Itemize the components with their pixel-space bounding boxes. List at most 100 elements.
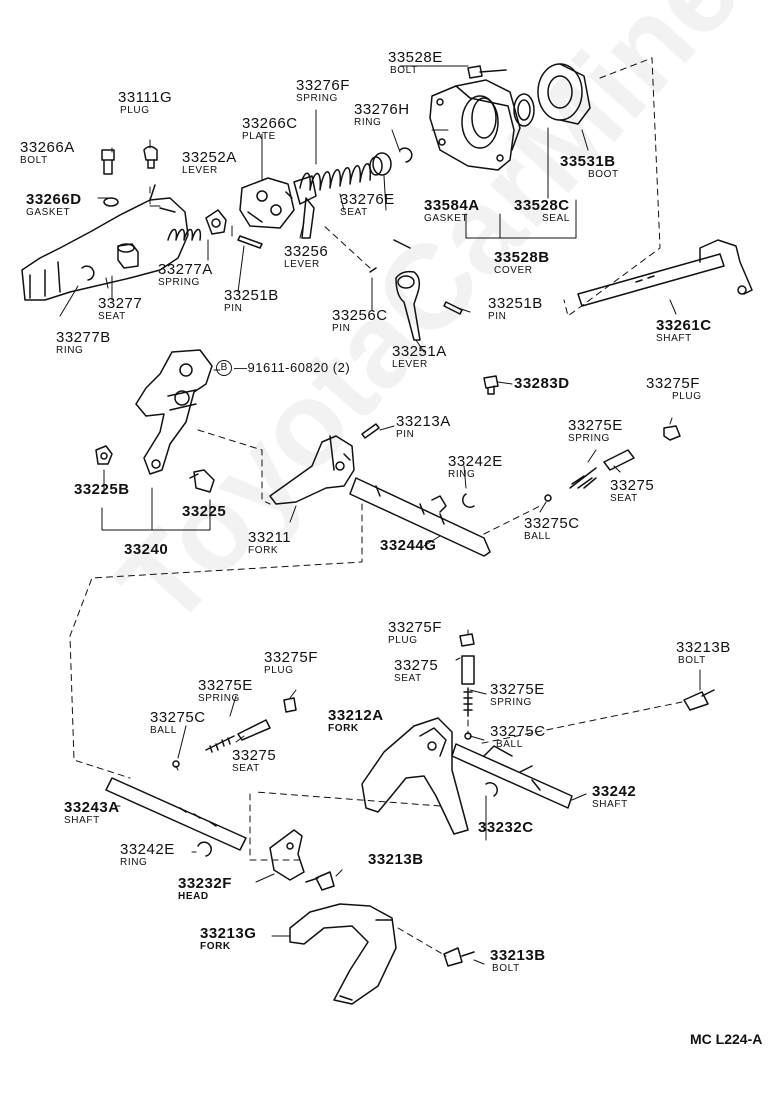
fork-33213g-drawing	[289, 903, 397, 1005]
seal-33528c-drawing	[513, 93, 535, 127]
boot-33531b-drawing	[537, 63, 591, 125]
bolt-33225-drawing	[189, 469, 215, 493]
ring-33276h-drawing	[399, 147, 413, 163]
lever-33252a-drawing	[205, 209, 227, 235]
label-33225: 33225	[182, 503, 227, 520]
label-33240: 33240	[124, 541, 169, 558]
fork-33212a-drawing	[361, 717, 469, 835]
ring-33242e-bottom-drawing	[197, 841, 212, 857]
bolt-33283d-drawing	[483, 375, 499, 395]
leader-lines-top	[59, 65, 677, 353]
leader-lines-bottom	[115, 629, 701, 965]
pin-33213a-drawing	[361, 423, 380, 439]
gasket-33266d-drawing	[103, 197, 119, 207]
bolt-33213b-drawing	[305, 689, 715, 967]
dashed-guides-top	[149, 57, 661, 317]
ring-33242e-drawing	[462, 493, 475, 508]
shaft-33244g-drawing	[349, 477, 491, 557]
spring-33275e-drawing	[205, 467, 597, 753]
label-33283D: 33283D	[514, 375, 570, 392]
shaft-33242-drawing	[451, 743, 573, 809]
label-33244G: 33244G	[380, 537, 437, 554]
head-33232f-drawing	[269, 829, 305, 881]
pin-33256c-drawing	[369, 267, 377, 273]
label-91611-60820: B—91611-60820 (2)	[216, 360, 350, 376]
fork-33211-drawing	[269, 435, 355, 505]
plate-33266c-drawing	[239, 177, 295, 229]
label-33225B: 33225B	[74, 481, 130, 498]
transmission-case-drawing	[21, 184, 189, 301]
ring-33232c-drawing	[485, 782, 498, 797]
shaft-33261c-drawing	[577, 239, 753, 307]
ring-33277b-drawing	[81, 265, 95, 281]
circle-b-marker: B	[216, 360, 232, 376]
lever-33240-drawing	[135, 349, 213, 475]
seat-33277-drawing	[117, 243, 139, 269]
nut-33225b-drawing	[95, 445, 113, 465]
bolt-33528e-drawing	[467, 65, 507, 79]
label-33232C: 33232C	[478, 819, 534, 836]
bolt-33266a-drawing	[101, 149, 115, 175]
diagram-code: MC L224-A	[690, 1031, 763, 1047]
spring-33277a-drawing	[167, 228, 202, 241]
cover-33528b-drawing	[429, 79, 521, 171]
lever-33251a-drawing	[395, 270, 421, 341]
dashed-guides-bottom	[175, 701, 683, 957]
plug-33111g-drawing	[143, 145, 158, 169]
pin-33251b-drawing	[237, 235, 463, 315]
seat-33276e-drawing	[369, 152, 392, 176]
plug-33275f-drawing	[283, 425, 681, 713]
shaft-33243a-drawing	[105, 777, 247, 851]
dashed-guides-middle	[69, 429, 541, 779]
label-33213B-mid: 33213B	[368, 851, 424, 868]
spring-33276f-drawing	[293, 163, 372, 205]
